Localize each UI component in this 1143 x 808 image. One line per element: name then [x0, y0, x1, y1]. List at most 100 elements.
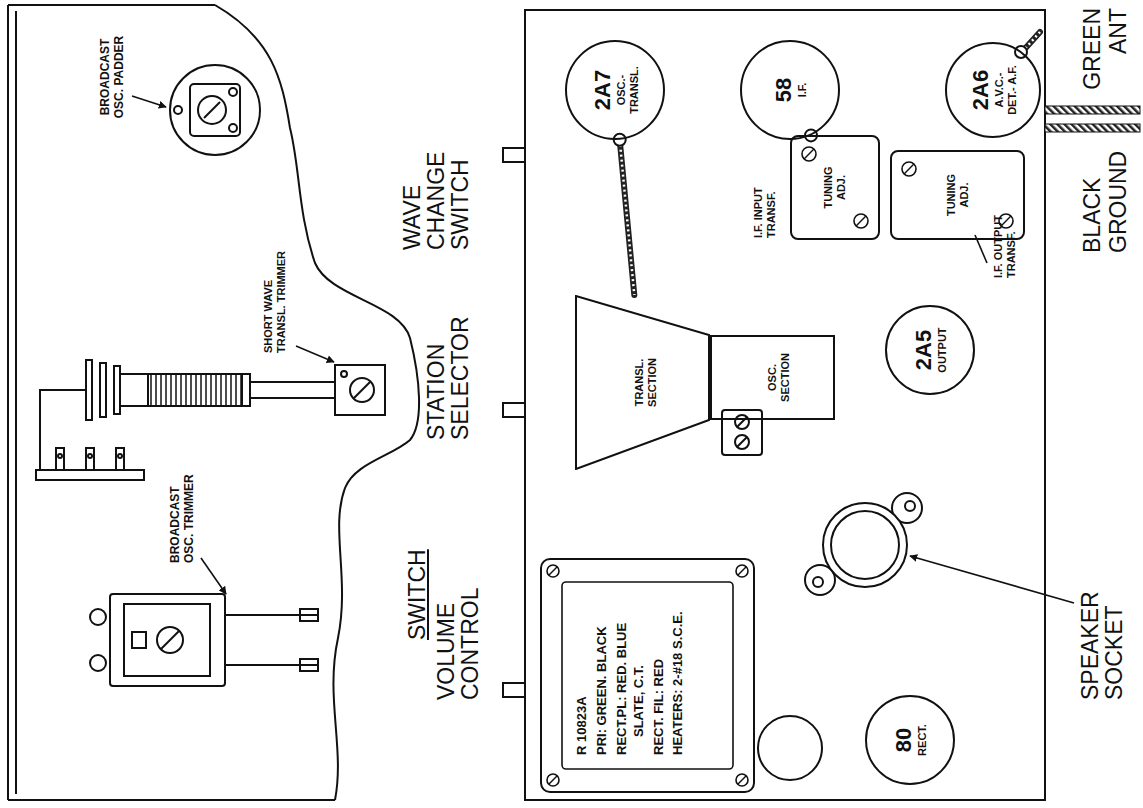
- padder-capacitor: [204, 102, 220, 118]
- wafer-switch: [118, 454, 122, 458]
- wire-label: ANT: [1106, 8, 1130, 118]
- outside-label: I.F. OUTPUT TRANSF.: [992, 178, 1017, 278]
- part-note: I.F. INPUT TRANSF.: [752, 143, 777, 238]
- wire-label: BLACK: [1080, 128, 1104, 253]
- wire-label: GREEN: [1080, 8, 1104, 118]
- callout-label: SHORT WAVE TRANSL. TRIMMER: [262, 245, 288, 353]
- short-wave-coil: [148, 374, 242, 406]
- control-label: VOLUME CONTROL: [434, 575, 482, 700]
- wire-label: GROUND: [1106, 128, 1130, 253]
- grid-lead: [1015, 46, 1027, 58]
- broadcast-trimmer: [161, 631, 179, 649]
- short-wave-coil: [100, 363, 106, 417]
- padder-capacitor: [170, 65, 260, 155]
- part-label: OSC. SECTION: [766, 343, 791, 413]
- power-transformer: R 10823APRI: GREEN. BLACKRECT.PL: RED. B…: [540, 558, 755, 793]
- cutaway-frame: [8, 5, 419, 800]
- callout-label: BROADCAST OSC. PADDER: [98, 31, 127, 123]
- wafer-switch: [58, 454, 62, 458]
- short-wave-coil: [40, 360, 385, 470]
- antenna-ground-leads: [1045, 124, 1140, 132]
- short-wave-coil: [250, 382, 335, 398]
- part-label: 80: [891, 728, 916, 752]
- callout-label: SHORT WAVE TRANSL. TRIMMER: [262, 245, 288, 353]
- blank-socket-hole: [758, 716, 822, 780]
- wafer-switch: [88, 454, 92, 458]
- callout-label: SPEAKER SOCKET: [1078, 575, 1126, 700]
- control-shafts: [503, 683, 525, 697]
- leader-line: [296, 346, 334, 362]
- wire-label: BLACK: [1080, 128, 1104, 253]
- braided-lead: [620, 140, 635, 295]
- part-note: RECT.: [916, 710, 929, 770]
- screw-slot: [904, 164, 914, 174]
- tube-socket: 58I.F.: [740, 40, 840, 140]
- tube-socket: 2A6A.V.C.- DET.- A.F.: [945, 42, 1041, 138]
- speaker-socket: [905, 501, 915, 511]
- broadcast-trimmer: [90, 655, 106, 671]
- broadcast-trimmer: [132, 632, 146, 648]
- part-label: TRANSL. SECTION: [633, 348, 658, 418]
- screw-slot: [804, 149, 814, 159]
- broadcast-trimmer: [90, 594, 318, 686]
- broadcast-trimmer: [300, 659, 318, 671]
- control-label: VOLUME CONTROL: [434, 575, 482, 700]
- chassis-outline: [525, 10, 1045, 800]
- callout-label: BROADCAST OSC. TRIMMER: [168, 467, 197, 563]
- short-wave-coil: [341, 371, 347, 377]
- screw: [547, 774, 559, 786]
- control-label: WAVE CHANGE SWITCH: [400, 128, 472, 250]
- broadcast-trimmer: [225, 615, 318, 665]
- screw: [736, 565, 748, 577]
- terminal-block: [722, 410, 762, 455]
- outside-label: I.F. INPUT TRANSF.: [752, 143, 777, 238]
- wire-label: GREEN: [1080, 8, 1104, 118]
- part-note: RECT. FIL: RED: [651, 560, 668, 755]
- part-note: PRI: GREEN. BLACK: [594, 560, 611, 755]
- part-note: HEATERS: 2-#18 S.C.E.: [670, 560, 687, 755]
- cutaway-frame: [8, 5, 335, 800]
- part-label: 2A6: [968, 70, 993, 110]
- control-shafts: [503, 148, 525, 162]
- broadcast-trimmer: [157, 627, 183, 653]
- control-shafts: [503, 148, 525, 697]
- part-note: OSC.- TRANSL.: [615, 62, 640, 118]
- transformer-plate: [542, 560, 753, 791]
- screw-slot: [856, 216, 866, 226]
- braided-lead: [620, 140, 635, 295]
- terminal-block: [735, 435, 749, 449]
- part-label: 2A5: [911, 330, 936, 370]
- part-note: OUTPUT: [936, 320, 949, 380]
- braided-lead: [614, 134, 635, 295]
- short-wave-coil: [354, 382, 370, 398]
- callout-label: SPEAKER SOCKET: [1078, 575, 1126, 700]
- control-shafts: [503, 403, 525, 417]
- padder-capacitor: [190, 84, 240, 136]
- part-note: I.F. OUTPUT TRANSF.: [992, 178, 1017, 278]
- part-note: I.F.: [796, 62, 809, 118]
- wafer-switch: [56, 448, 124, 470]
- part-label: TUNING ADJ.: [822, 160, 847, 216]
- callout-label: BROADCAST OSC. TRIMMER: [168, 467, 197, 563]
- broadcast-trimmer: [124, 604, 210, 676]
- part-note: RECT.PL: RED. BLUE SLATE, C.T.: [614, 590, 648, 755]
- cutaway-frame: [215, 5, 419, 800]
- wafer-switch: [36, 470, 144, 480]
- speaker-socket: [831, 511, 899, 579]
- control-label: WAVE CHANGE SWITCH: [400, 128, 472, 250]
- screw-slot: [738, 567, 746, 575]
- padder-capacitor: [229, 124, 237, 132]
- wafer-switch: [36, 448, 144, 480]
- part-note: A.V.C.- DET.- A.F.: [993, 65, 1018, 115]
- chassis-illustration: [8, 5, 1140, 800]
- short-wave-coil: [120, 374, 250, 406]
- gang-capacitor-section: OSC. SECTION: [710, 335, 835, 420]
- short-wave-coil: [335, 365, 385, 415]
- terminal-block: [735, 415, 749, 429]
- speaker-socket: [813, 577, 823, 587]
- leader-line: [132, 96, 166, 107]
- screw: [802, 147, 816, 161]
